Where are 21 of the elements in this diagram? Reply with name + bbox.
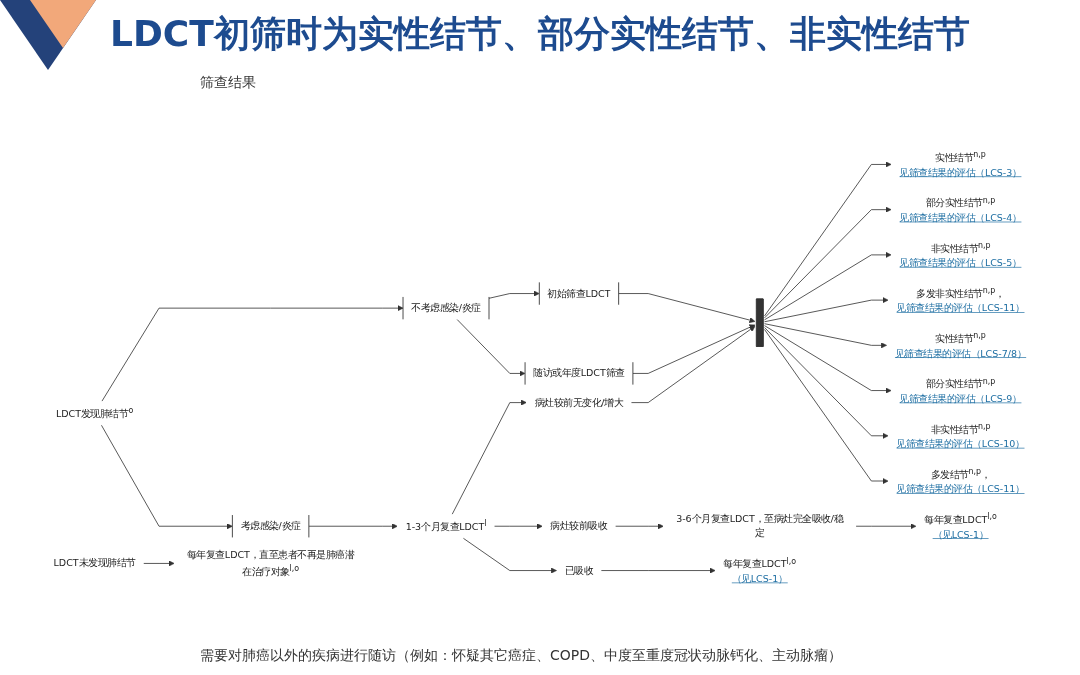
node-text: 多发结节$^{n,p}$， 见筛查结果的评估（LCS-11） xyxy=(896,466,1025,495)
node-text: LDCT发现肺结节$^{o}$ xyxy=(55,405,134,420)
node-text: 部分实性结节$^{n,p}$ 见筛查结果的评估（LCS-9） xyxy=(899,376,1022,404)
node-text: 实性结节$^{n,p}$ 见筛查结果的评估（LCS-3） xyxy=(899,149,1022,178)
column-heading: 筛查结果 xyxy=(199,73,257,92)
node-text: 3-6个月复查LDCT，至病灶完全吸收/稳定 xyxy=(676,513,844,539)
node-text: 多发非实性结节$^{n,p}$， 见筛查结果的评估（LCS-11） xyxy=(896,285,1025,314)
node-text: 实性结节$^{n,p}$ 见筛查结果的评估（LCS-7/8） xyxy=(894,330,1027,359)
node-text: 每年复查LDCT$^{l,o}$ （见LCS-1） xyxy=(924,511,997,540)
node-text: LDCT未发现肺结节 xyxy=(53,557,136,569)
footnote-text: 需要对肺癌以外的疾病进行随访（例如：怀疑其它癌症、COPD、中度至重度冠状动脉钙化、主动脉瘤） xyxy=(199,646,844,665)
node-text: 已吸收 xyxy=(564,564,594,576)
node-text: 1-3个月复查LDCT$^{l}$ xyxy=(405,518,487,533)
node-text: 非实性结节$^{n,p}$ 见筛查结果的评估（LCS-5） xyxy=(899,240,1022,268)
node-text: 非实性结节$^{n,p}$ 见筛查结果的评估（LCS-10） xyxy=(896,421,1025,449)
slide-title: LDCT初筛时为实性结节、部分实性结节、非实性结节 xyxy=(110,12,970,56)
node-text: 病灶较前无变化/增大 xyxy=(534,396,624,408)
node-text: 病灶较前吸收 xyxy=(550,520,608,532)
node-text: 每年复查LDCT$^{l,o}$ （见LCS-1） xyxy=(723,556,797,584)
node-text: 部分实性结节$^{n,p}$ 见筛查结果的评估（LCS-4） xyxy=(899,195,1022,223)
node-text: 每年复查LDCT，直至患者不再是肺癌潜在治疗对象$^{l,o}$ xyxy=(186,549,355,577)
